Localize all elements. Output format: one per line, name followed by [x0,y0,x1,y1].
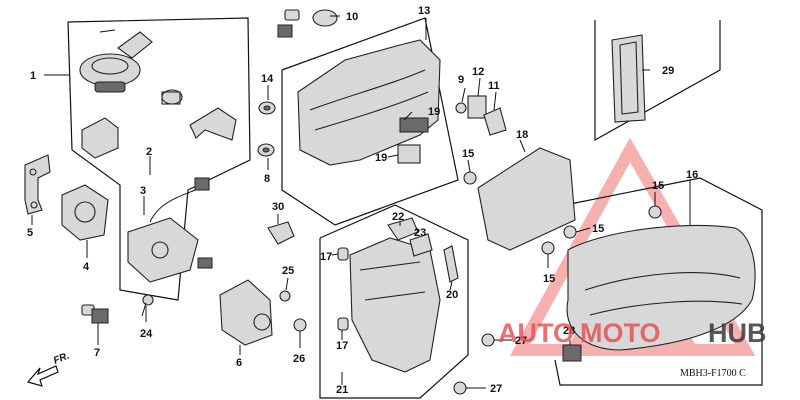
callout-21: 21 [336,384,348,396]
grommet-8-part [257,143,275,157]
watermark-text: AUTO MOTO HUB [498,318,767,348]
callout-15c: 15 [592,223,604,235]
callout-4: 4 [83,261,90,273]
clip-22-part [387,217,419,241]
watermark-text-red: AUTO [498,318,574,348]
strap-29-part [611,34,646,123]
key-set-part [277,9,338,38]
watermark-text-mid: MOTO [580,318,661,348]
bolt-26-part [293,318,307,332]
callout-22: 22 [392,211,404,223]
bolt-27-part [453,333,495,395]
frame-cover-right [554,177,763,386]
grommet-17-part [337,247,349,331]
callout-12: 12 [472,66,484,78]
side-cover-inner-part [297,39,441,166]
grommet-15-part [463,171,662,255]
callout-5: 5 [27,227,33,239]
sticker-19-part [397,144,421,164]
bolt-25-part [279,290,291,302]
seat-lock-part [219,279,273,346]
callout-18: 18 [516,129,528,141]
bracket-clip-part [189,107,237,141]
watermark-text-dark: HUB [708,318,767,348]
front-label: FR. [52,351,71,367]
callout-15d: 15 [543,273,555,285]
callout-14: 14 [261,73,274,85]
fuel-cap-part [79,31,153,93]
callout-17b: 17 [336,340,348,352]
callout-11: 11 [488,80,500,92]
callout-29: 29 [662,65,674,77]
callout-28: 28 [563,325,575,337]
filter-18-part [477,147,576,251]
bracket-21-part [349,237,441,373]
callout-6: 6 [236,357,242,369]
frame-side-cover-inner [281,17,459,226]
clip-11-part [483,107,507,136]
callout-13: 13 [418,5,430,17]
plate-12-part [467,95,487,119]
callout-25: 25 [282,265,294,277]
grommet-9-part [455,102,467,114]
callout-3: 3 [140,185,146,197]
frame-ignition-group [67,17,251,301]
lock-cylinder-part [161,89,183,105]
callout-26: 26 [293,353,305,365]
ignition-switch-part [127,177,213,283]
diagram-code: MBH3-F1700 C [680,368,746,379]
callout-30: 30 [272,201,284,213]
callout-8: 8 [264,173,270,185]
frame-strap [594,20,721,142]
callout-9: 9 [458,74,464,86]
clip-23-part [409,233,433,257]
leader-lines [31,15,691,389]
callout-labels: 1 2 3 4 5 6 7 8 9 10 11 12 13 14 15 15 1… [27,5,698,396]
callout-27a: 27 [515,335,527,347]
callout-2: 2 [146,146,152,158]
stay-bracket-part [24,154,51,215]
callout-20: 20 [446,289,458,301]
band-20-part [443,245,459,283]
callout-16: 16 [686,169,698,181]
key-part [81,304,109,324]
side-cover-16-part [566,224,756,351]
callout-1: 1 [30,70,36,82]
sticker-28-part [562,344,582,362]
callout-7: 7 [94,347,100,359]
switch-body-part [61,184,109,241]
bolt-24-part [141,294,154,317]
cover-block-part [81,117,119,159]
callout-15b: 15 [652,180,664,192]
frame-bracket-group [319,204,469,399]
callout-10: 10 [346,11,358,23]
front-direction-arrow: FR. [26,351,71,387]
callout-23: 23 [414,227,426,239]
grommet-14-part [258,101,276,115]
callout-17a: 17 [320,251,332,263]
callout-27b: 27 [490,383,502,395]
callout-19a: 19 [428,106,440,118]
clamp-30-part [267,221,295,245]
callout-24: 24 [140,328,153,340]
callout-15a: 15 [462,148,474,160]
callout-19b: 19 [375,152,387,164]
